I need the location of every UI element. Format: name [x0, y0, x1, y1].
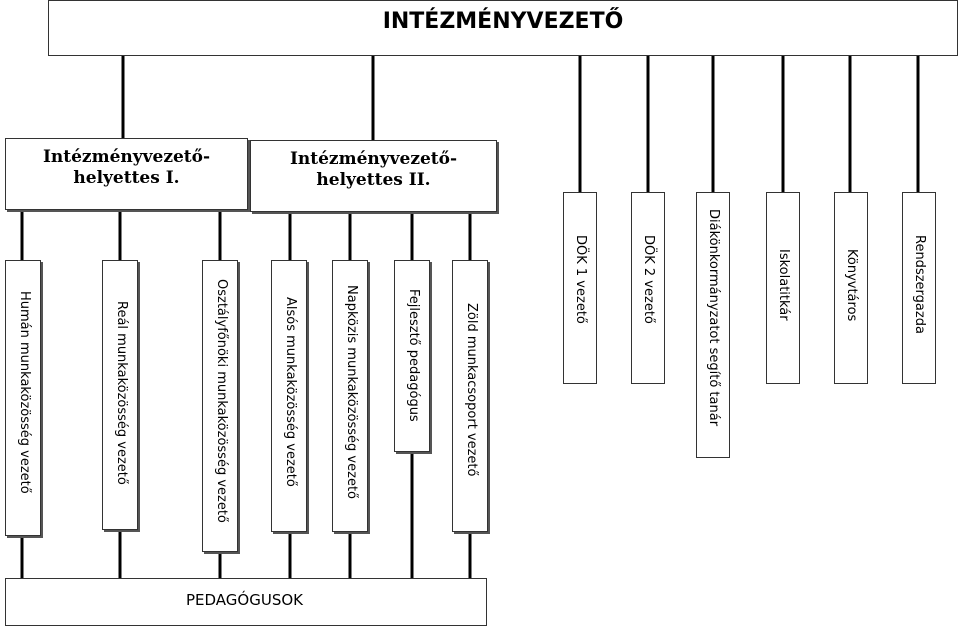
unit-label: Napközis munkaközösség vezető: [344, 285, 359, 499]
director-label: INTÉZMÉNYVEZETŐ: [382, 9, 624, 34]
unit-label: Humán munkaközösség vezető: [17, 291, 32, 494]
unit-box-osztalyfonoki: Osztályfőnöki munkaközösség vezető: [202, 260, 238, 552]
staff-box-iskolatitkar: Iskolatitkár: [766, 192, 800, 384]
staff-label: DÖK 1 vezető: [573, 235, 588, 324]
unit-box-alsos: Alsós munkaközösség vezető: [271, 260, 307, 532]
teachers-box: PEDAGÓGUSOK: [5, 578, 487, 626]
staff-box-dok2: DÖK 2 vezető: [631, 192, 665, 384]
staff-box-rendszergazda: Rendszergazda: [902, 192, 936, 384]
unit-box-zold: Zöld munkacsoport vezető: [452, 260, 488, 532]
unit-label: Fejlesztő pedagógus: [406, 289, 421, 422]
unit-box-fejleszto: Fejlesztő pedagógus: [394, 260, 430, 452]
staff-box-diakonkormanyzat: Diákönkormányzatot segítő tanár: [696, 192, 730, 458]
unit-box-real: Reál munkaközösség vezető: [102, 260, 138, 530]
staff-label: Diákönkormányzatot segítő tanár: [706, 209, 721, 427]
deputy-2-box: Intézményvezető- helyettes II.: [250, 140, 497, 212]
unit-label: Reál munkaközösség vezető: [114, 301, 129, 485]
deputy-2-label: Intézményvezető- helyettes II.: [289, 149, 458, 190]
staff-box-konyvtaros: Könyvtáros: [834, 192, 868, 384]
unit-label: Alsós munkaközösség vezető: [283, 297, 298, 487]
unit-label: Osztályfőnöki munkaközösség vezető: [214, 279, 229, 523]
unit-label: Zöld munkacsoport vezető: [464, 303, 479, 477]
director-box: INTÉZMÉNYVEZETŐ: [48, 0, 958, 56]
deputy-1-box: Intézményvezető- helyettes I.: [5, 138, 248, 210]
staff-label: Iskolatitkár: [776, 249, 791, 321]
unit-box-napkozis: Napközis munkaközösség vezető: [332, 260, 368, 532]
unit-box-human: Humán munkaközösség vezető: [5, 260, 41, 536]
deputy-1-label: Intézményvezető- helyettes I.: [42, 147, 211, 188]
staff-label: DÖK 2 vezető: [641, 235, 656, 324]
staff-label: Könyvtáros: [844, 249, 859, 322]
staff-label: Rendszergazda: [912, 235, 927, 334]
teachers-label: PEDAGÓGUSOK: [186, 591, 304, 609]
staff-box-dok1: DÖK 1 vezető: [563, 192, 597, 384]
